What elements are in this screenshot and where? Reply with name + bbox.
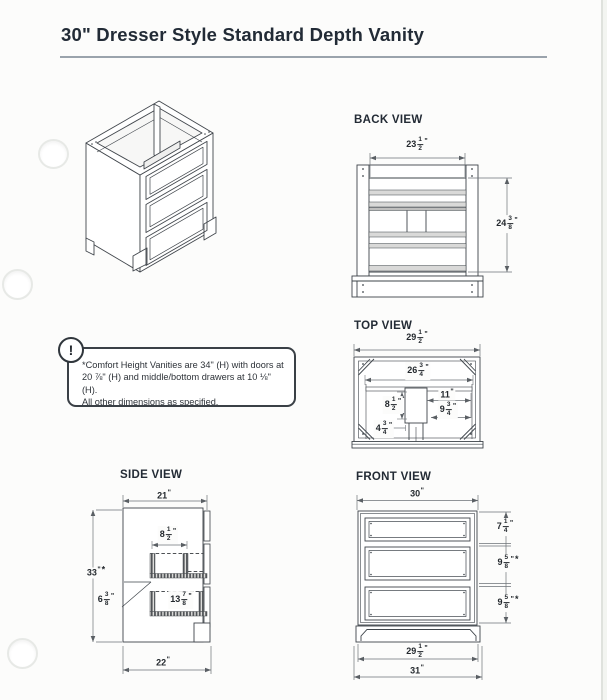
back-view-drawing [351,164,484,298]
comfort-height-note: ! *Comfort Height Vanities are 34" (H) w… [58,337,296,409]
page-edge-shade [603,0,607,700]
front-view-drawing [355,510,481,643]
note-text: *Comfort Height Vanities are 34" (H) wit… [82,359,287,409]
dim-top-right-width: 11" [438,388,456,401]
front-view-label: FRONT VIEW [356,471,432,483]
note-line: *Comfort Height Vanities are 34" (H) wit… [82,360,284,370]
dim-side-top-width: 21" [157,489,171,501]
dim-side-bottom-width: 22" [156,656,170,668]
dim-side-height: 33"* [84,564,108,579]
note-line: All other dimensions as specified. [82,397,219,408]
side-view-drawing [121,507,211,643]
punch-hole [38,139,69,169]
side-view-dimensions [90,495,212,674]
side-view-label: SIDE VIEW [120,469,183,481]
punch-hole [7,638,38,669]
isometric-view [85,100,217,273]
top-view-label: TOP VIEW [354,320,413,332]
title-rule [60,56,547,58]
dim-front-width: 30" [410,487,424,499]
punch-hole [2,269,33,300]
page-edge-line [601,0,603,700]
dim-front-floor-width: 31" [410,664,424,676]
back-view-label: BACK VIEW [354,114,423,126]
exclamation-icon: ! [58,337,84,363]
note-line: 20 ⅞" (H) and middle/bottom drawers at 1… [82,372,271,395]
page-title: 30" Dresser Style Standard Depth Vanity [61,24,425,45]
